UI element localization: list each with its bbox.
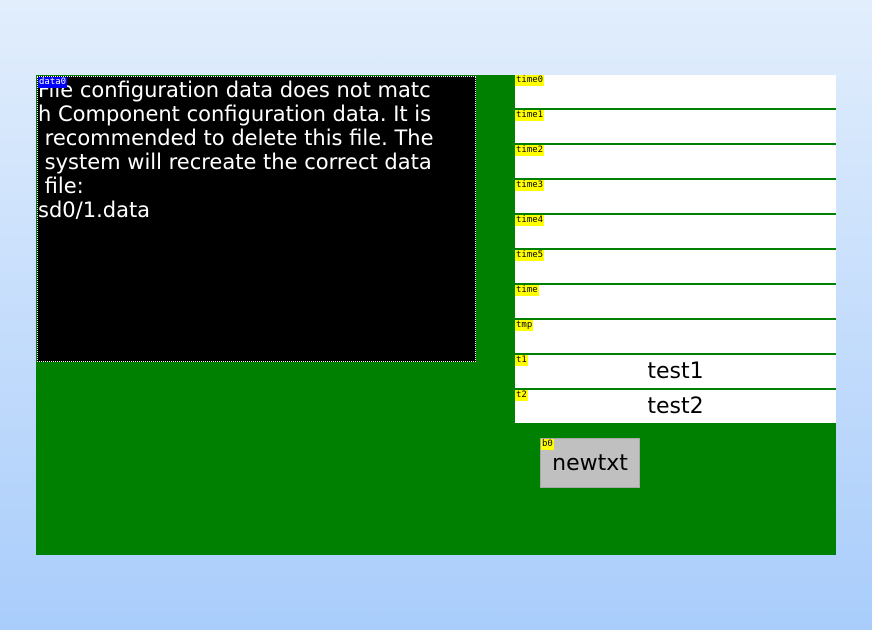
data-line: system will recreate the correct data	[38, 150, 432, 174]
time3-value	[515, 180, 836, 213]
time0-field[interactable]: time0	[515, 75, 836, 108]
time-value	[515, 285, 836, 318]
time5-field[interactable]: time5	[515, 250, 836, 283]
time5-value	[515, 250, 836, 283]
newtxt-button[interactable]: b0 newtxt	[540, 438, 640, 488]
data-record-text: File configuration data does not matc h …	[38, 78, 475, 222]
newtxt-button-label: newtxt	[552, 451, 628, 476]
t2-field[interactable]: t2 test2	[515, 390, 836, 423]
t1-field[interactable]: t1 test1	[515, 355, 836, 388]
time5-tag: time5	[515, 250, 545, 261]
data-line: h Component configuration data. It is	[38, 102, 432, 126]
time2-field[interactable]: time2	[515, 145, 836, 178]
time3-tag: time3	[515, 180, 545, 191]
t2-value: test2	[647, 394, 704, 419]
tmp-value	[515, 320, 836, 353]
data-line: sd0/1.data	[38, 198, 151, 222]
time4-value	[515, 215, 836, 248]
time2-value	[515, 145, 836, 178]
time-field[interactable]: time	[515, 285, 836, 318]
time0-tag: time0	[515, 75, 545, 86]
t1-tag: t1	[515, 355, 528, 366]
data-line: recommended to delete this file. The	[38, 126, 434, 150]
time4-field[interactable]: time4	[515, 215, 836, 248]
data-line: File configuration data does not matc	[38, 78, 431, 102]
hmi-screen: data0 File configuration data does not m…	[36, 75, 836, 555]
t1-value: test1	[647, 359, 704, 384]
time3-field[interactable]: time3	[515, 180, 836, 213]
time1-tag: time1	[515, 110, 545, 121]
tmp-tag: tmp	[515, 320, 534, 331]
data-record-tag: data0	[38, 77, 68, 88]
time0-value	[515, 75, 836, 108]
time1-field[interactable]: time1	[515, 110, 836, 143]
time2-tag: time2	[515, 145, 545, 156]
time-tag: time	[515, 285, 539, 296]
data-record-box[interactable]: data0 File configuration data does not m…	[37, 76, 476, 362]
tmp-field[interactable]: tmp	[515, 320, 836, 353]
data-line: file:	[38, 174, 84, 198]
time4-tag: time4	[515, 215, 545, 226]
b0-tag: b0	[541, 439, 554, 450]
t2-tag: t2	[515, 390, 528, 401]
time1-value	[515, 110, 836, 143]
